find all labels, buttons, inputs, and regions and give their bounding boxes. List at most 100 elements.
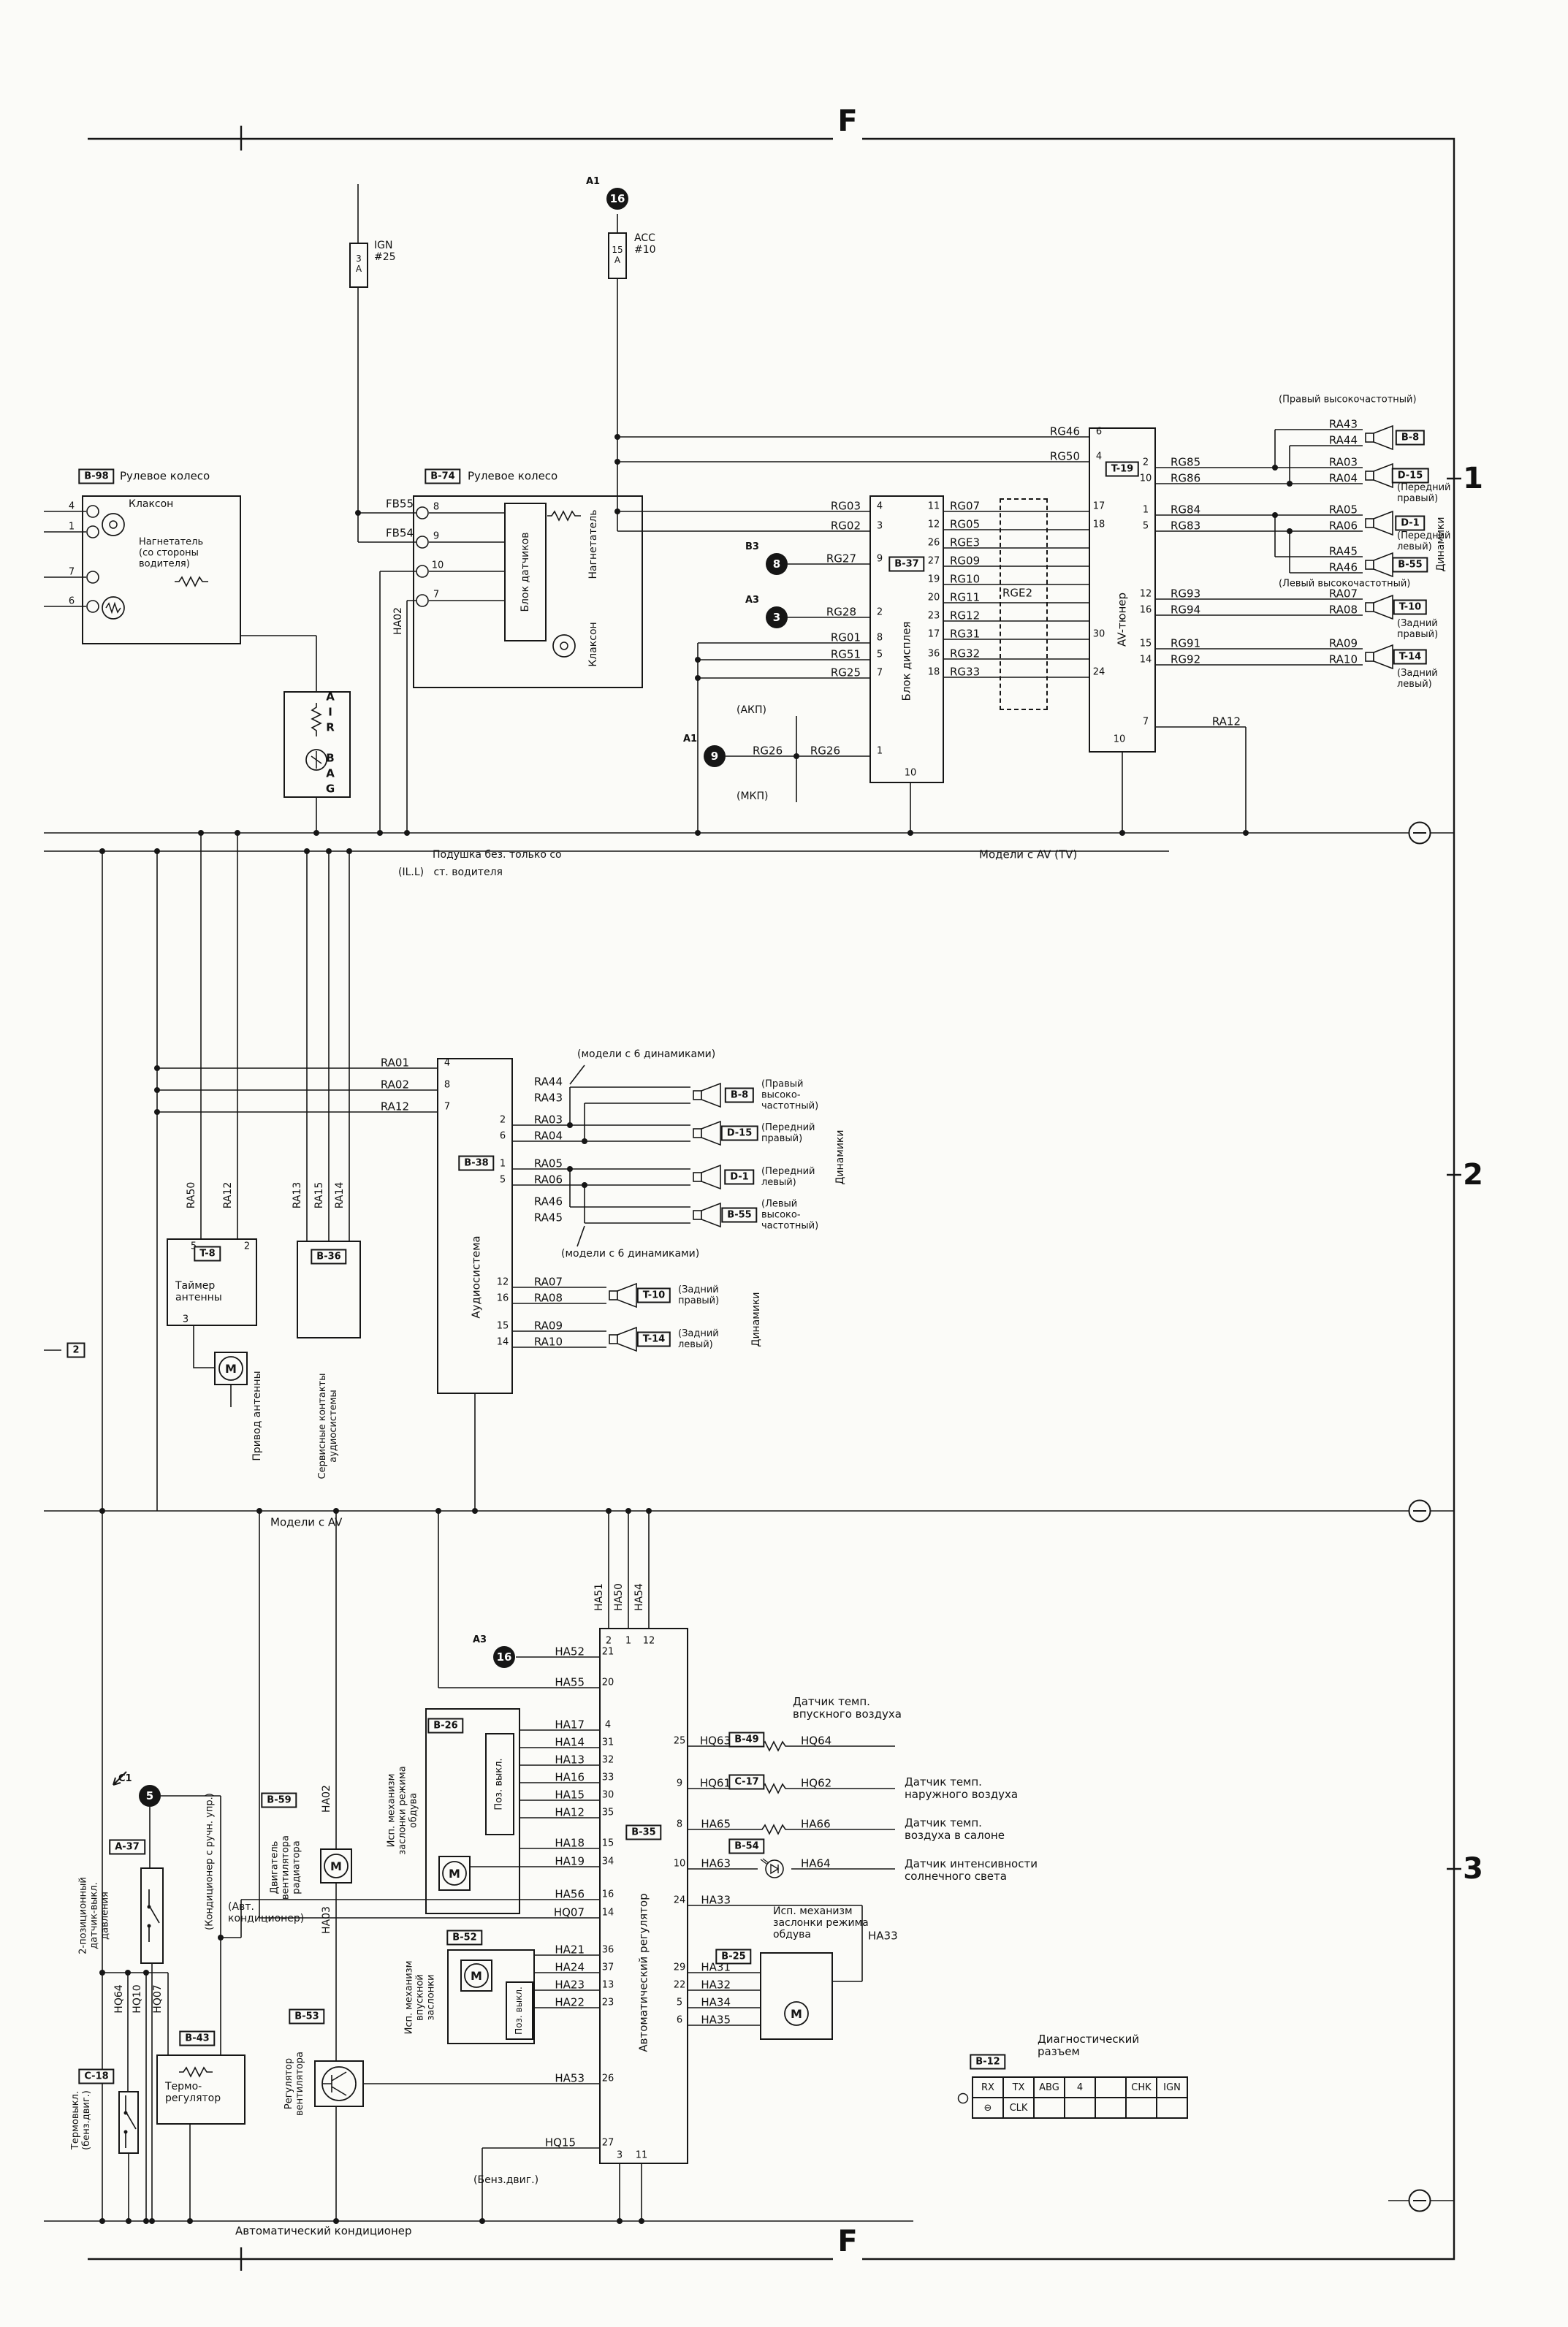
pin-number: 5 — [191, 1241, 197, 1252]
connector-tag: B-52 — [446, 1930, 483, 1946]
junction-dot — [1287, 481, 1293, 487]
speaker-icon — [1364, 552, 1395, 578]
pin-number: 1 — [68, 521, 75, 533]
text-label: ACC #10 — [634, 232, 656, 256]
junction-dot — [143, 1970, 149, 1976]
junction-dot — [907, 830, 913, 836]
av-tuner-box — [1089, 427, 1156, 753]
horn-icon — [99, 510, 128, 539]
text-label: (Задний правый) — [678, 1284, 720, 1306]
resistor-h-icon — [758, 1824, 791, 1835]
speaker-icon — [1364, 424, 1395, 451]
pin-number: 37 — [601, 1962, 614, 1973]
wire-label: RA07 — [1328, 587, 1358, 601]
pin-number: 18 — [1092, 519, 1105, 530]
pin-number: 12 — [927, 519, 940, 530]
text-label: Датчик темп. наружного воздуха — [905, 1775, 1019, 1801]
connector-tag: 2 — [66, 1342, 85, 1358]
inline-connector-prefix: C1 — [118, 1773, 132, 1784]
squib-icon — [304, 747, 329, 772]
pin-number: 10 — [673, 1858, 686, 1870]
pin-number: 10 — [904, 767, 917, 779]
junction-dot — [1243, 830, 1249, 836]
text-label: Датчик интенсивности солнечного света — [905, 1856, 1038, 1883]
pin-number: 22 — [673, 1979, 686, 1991]
antenna-motor-box — [214, 1352, 248, 1385]
pin-number: 33 — [601, 1772, 614, 1783]
wire-label: RG26 — [810, 744, 840, 758]
wire-label: RA04 — [1328, 471, 1358, 485]
text-label: (АКП) — [737, 704, 766, 716]
vertical-label: Регулятор вентилятора — [283, 2051, 305, 2117]
motor-icon: M — [441, 1860, 468, 1886]
diag-cell — [1156, 2097, 1188, 2119]
pin-number: 6 — [499, 1130, 506, 1142]
text-label: (Задний левый) — [1397, 668, 1438, 690]
pin-number: 36 — [927, 648, 940, 660]
minus-icon — [1407, 820, 1432, 845]
pin-number: 7 — [68, 566, 75, 578]
wire-label: HA35 — [701, 2013, 731, 2027]
vertical-label: Автоматический регулятор — [636, 1893, 650, 2052]
text-label: (Правый высокочастотный) — [1279, 394, 1417, 405]
speaker-icon — [692, 1120, 723, 1146]
junction-dot — [143, 2218, 149, 2224]
junction-dot — [606, 1508, 612, 1514]
wire-label-vertical: HA54 — [633, 1583, 645, 1611]
wire-label: HA13 — [555, 1753, 585, 1767]
speaker-icon — [692, 1202, 723, 1228]
pin-number: 9 — [876, 553, 883, 565]
pin-number: 30 — [1092, 628, 1105, 640]
junction-dot — [695, 830, 701, 836]
wire-label: HA24 — [555, 1960, 585, 1974]
wire-label: HA22 — [555, 1995, 585, 2009]
wire-label: RA06 — [1328, 519, 1358, 533]
photo-icon — [758, 1858, 791, 1880]
wire-label: RGE3 — [950, 536, 981, 549]
wire-label: RA43 — [533, 1091, 563, 1105]
vertical-label: Исп. механизм заслонки режима обдува — [386, 1766, 419, 1855]
connector-tag: B-98 — [78, 468, 115, 484]
junction-dot — [235, 830, 240, 836]
pin-number: 15 — [496, 1320, 509, 1332]
wire-label: HQ15 — [544, 2136, 576, 2149]
wire-label: RG03 — [830, 499, 861, 513]
wire-label: RA08 — [533, 1291, 563, 1305]
connector-tag: B-59 — [261, 1792, 297, 1808]
junction-dot — [1119, 830, 1125, 836]
wire-label: RA06 — [533, 1173, 563, 1187]
speaker-icon — [1364, 462, 1395, 489]
junction-dot — [567, 1122, 573, 1128]
text-label: (Передний правый) — [1397, 482, 1451, 504]
wire-label: HA18 — [555, 1836, 585, 1850]
vertical-label: Аудиосистема — [469, 1235, 483, 1319]
text-label: (модели с 6 динамиками) — [577, 1048, 716, 1060]
airbag-box — [283, 691, 351, 798]
wire-label: RA04 — [533, 1129, 563, 1143]
text-label: Датчик темп. впускного воздуха — [793, 1694, 902, 1721]
wire-label: RA03 — [533, 1113, 563, 1127]
junction-dot — [99, 1508, 105, 1514]
text-label: Нагнетатель (со стороны водителя) — [139, 536, 204, 570]
junction-dot — [567, 1166, 573, 1172]
wire-label: RG01 — [830, 631, 861, 644]
frame-marker-top: F — [837, 104, 858, 138]
resistor-v-icon — [311, 703, 322, 736]
resistor-h-icon — [547, 510, 581, 522]
wire-label: HA32 — [701, 1978, 731, 1992]
pos-switch-2-box — [506, 1981, 533, 2040]
wire-label: RA46 — [1328, 560, 1358, 574]
junction-dot — [154, 1109, 160, 1115]
connector-tag: B-35 — [625, 1824, 662, 1840]
wire-label: HA64 — [801, 1856, 831, 1870]
switch-v-icon — [118, 2095, 139, 2148]
connector-tag: A-37 — [109, 1839, 145, 1855]
wire-label: HQ07 — [553, 1905, 585, 1919]
display-unit-box — [869, 495, 944, 783]
junction-dot — [377, 830, 383, 836]
motor-housing-2-box — [460, 1960, 492, 1992]
pin-number: 1 — [876, 745, 883, 757]
mode-actuator-2-box — [760, 1952, 833, 2040]
wire-label: RG94 — [1171, 603, 1201, 617]
pin-number: 26 — [927, 537, 940, 549]
